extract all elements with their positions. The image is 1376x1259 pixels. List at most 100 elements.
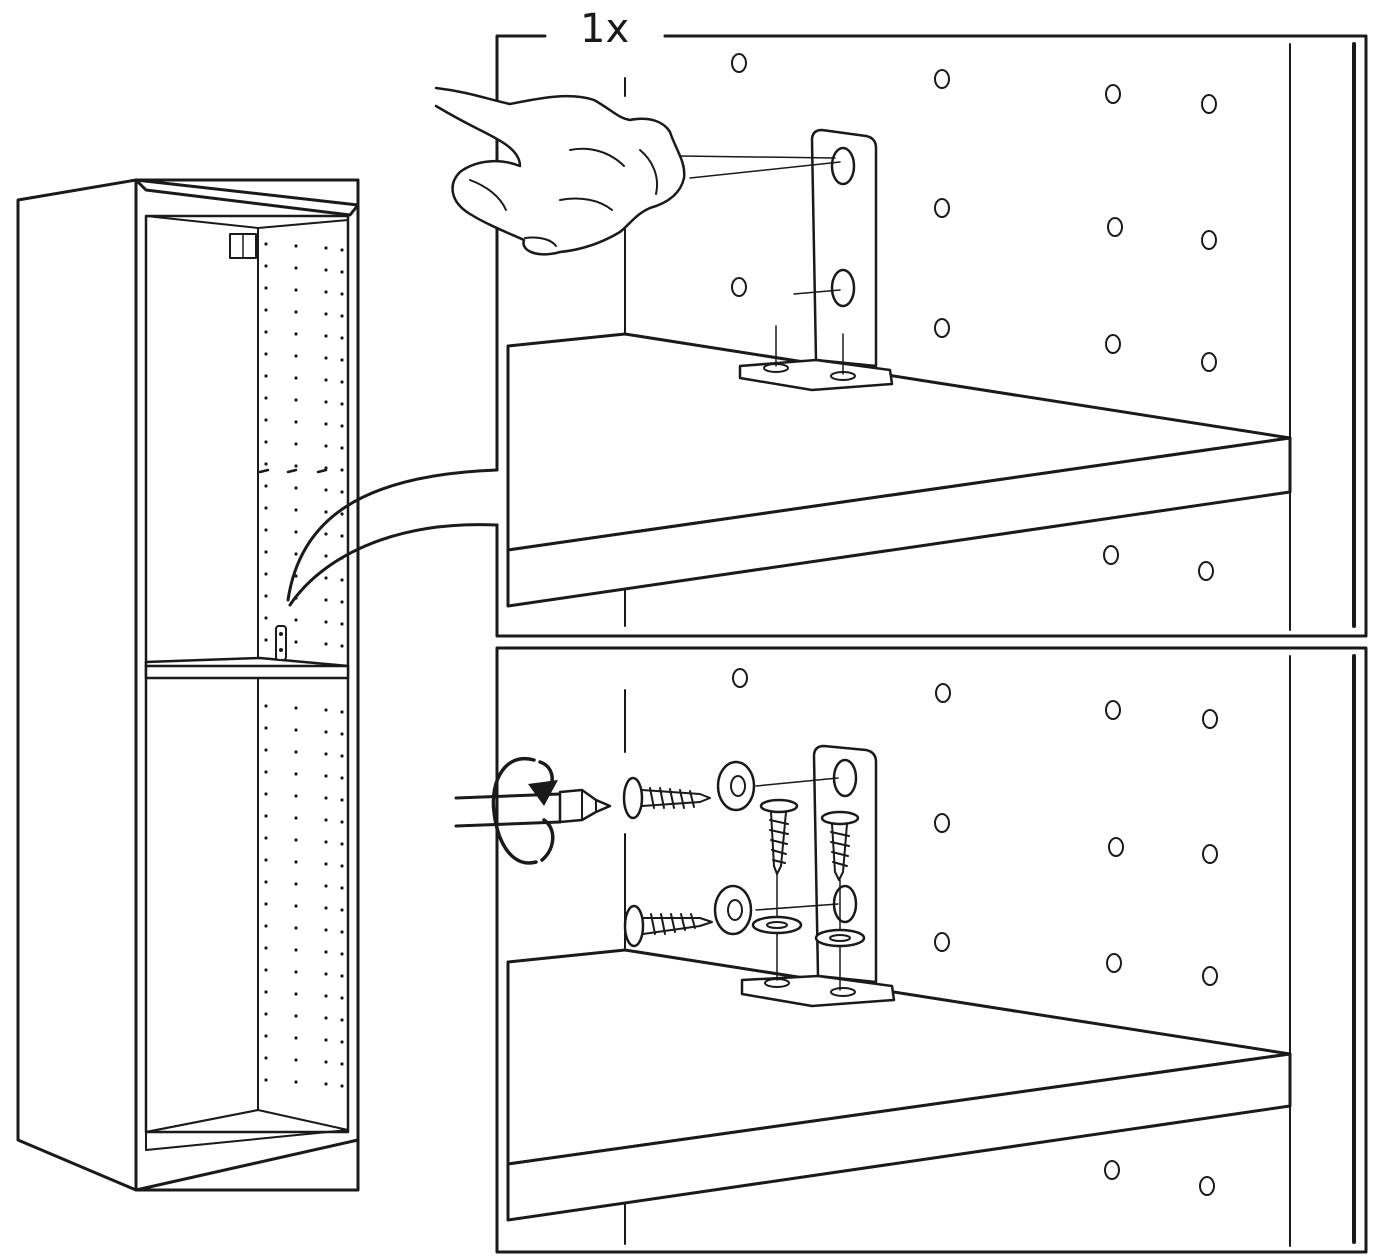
perforation-hole (294, 926, 298, 930)
perforation-hole (340, 468, 344, 472)
perforation-hole (294, 530, 298, 534)
perforation-hole (340, 314, 344, 318)
perforation-hole (294, 750, 298, 754)
perforation-hole (294, 244, 298, 248)
perforation-hole (294, 552, 298, 556)
perforation-hole (264, 616, 268, 620)
perforation-hole (294, 992, 298, 996)
perforation-hole (324, 1082, 328, 1086)
perforation-hole (340, 512, 344, 516)
perforation-hole (294, 464, 298, 468)
hand-holding-screwdriver-icon (434, 86, 841, 256)
perforation-hole (264, 946, 268, 950)
perforation-hole (294, 640, 298, 644)
perforation-hole (324, 884, 328, 888)
perforation-hole (294, 420, 298, 424)
perforation-hole (264, 748, 268, 752)
perforation-hole (264, 506, 268, 510)
perforation-hole (264, 836, 268, 840)
perforation-hole (340, 710, 344, 714)
perforation-hole (324, 642, 328, 646)
perforation-hole (340, 798, 344, 802)
perforation-hole (324, 774, 328, 778)
perforation-hole (340, 292, 344, 296)
perforation-hole (294, 728, 298, 732)
washer-icon (751, 915, 803, 935)
perforation-hole (264, 770, 268, 774)
perforation-hole (340, 886, 344, 890)
perforation-hole (340, 1062, 344, 1066)
perforation-hole (340, 842, 344, 846)
perforation-hole (324, 532, 328, 536)
perforation-hole (264, 792, 268, 796)
perforation-hole (264, 902, 268, 906)
perforation-hole (340, 930, 344, 934)
washer-icon (716, 760, 756, 812)
perforation-hole (340, 336, 344, 340)
perforation-hole (294, 1058, 298, 1062)
washer-icon (713, 884, 753, 936)
perforation-hole (324, 1060, 328, 1064)
perforation-hole (340, 1018, 344, 1022)
perforation-hole (294, 376, 298, 380)
perforation-hole (264, 286, 268, 290)
perforation-hole (324, 246, 328, 250)
perforation-hole (264, 484, 268, 488)
perforation-hole (294, 860, 298, 864)
perforation-hole (264, 352, 268, 356)
perforation-hole (324, 906, 328, 910)
perforation-hole (324, 268, 328, 272)
perforation-hole (340, 776, 344, 780)
perforation-hole (264, 880, 268, 884)
perforation-hole (340, 380, 344, 384)
perforation-hole (264, 440, 268, 444)
perforation-hole (264, 638, 268, 642)
perforation-hole (340, 490, 344, 494)
cabinet-overview-illustration (16, 178, 360, 1192)
perforation-hole (324, 598, 328, 602)
wood-screw-icon (622, 776, 711, 820)
perforation-hole (324, 994, 328, 998)
perforation-hole (294, 706, 298, 710)
perforation-hole (340, 534, 344, 538)
perforation-hole (294, 442, 298, 446)
perforation-hole (324, 752, 328, 756)
detail-callout-curve (286, 468, 499, 602)
perforation-hole (264, 572, 268, 576)
perforation-hole (324, 334, 328, 338)
clockwise-rotation-arrow-icon (491, 756, 558, 865)
perforation-hole (324, 378, 328, 382)
perforation-hole (340, 270, 344, 274)
perforation-hole (264, 418, 268, 422)
perforation-hole (264, 814, 268, 818)
perforation-hole (340, 1084, 344, 1088)
perforation-hole (340, 578, 344, 582)
l-bracket-icon (740, 744, 896, 1008)
perforation-hole (264, 858, 268, 862)
perforation-hole (264, 308, 268, 312)
perforation-hole (324, 708, 328, 712)
perforation-hole (324, 950, 328, 954)
perforation-hole (294, 1080, 298, 1084)
perforation-hole (264, 594, 268, 598)
perforation-hole (324, 290, 328, 294)
perforation-hole (264, 550, 268, 554)
perforation-hole (340, 996, 344, 1000)
perforation-hole (340, 732, 344, 736)
wood-screw-icon (623, 904, 713, 948)
back-panel-holes (732, 668, 1218, 1196)
perforation-hole (264, 264, 268, 268)
perforation-hole (324, 620, 328, 624)
perforation-hole (324, 730, 328, 734)
perforation-hole (324, 444, 328, 448)
back-panel-holes (731, 53, 1217, 581)
perforation-hole (324, 312, 328, 316)
perforation-hole (264, 924, 268, 928)
perforation-hole (340, 644, 344, 648)
perforation-hole (264, 1034, 268, 1038)
perforation-hole (340, 358, 344, 362)
perforation-hole (324, 840, 328, 844)
perforation-hole (340, 446, 344, 450)
perforation-hole (340, 600, 344, 604)
